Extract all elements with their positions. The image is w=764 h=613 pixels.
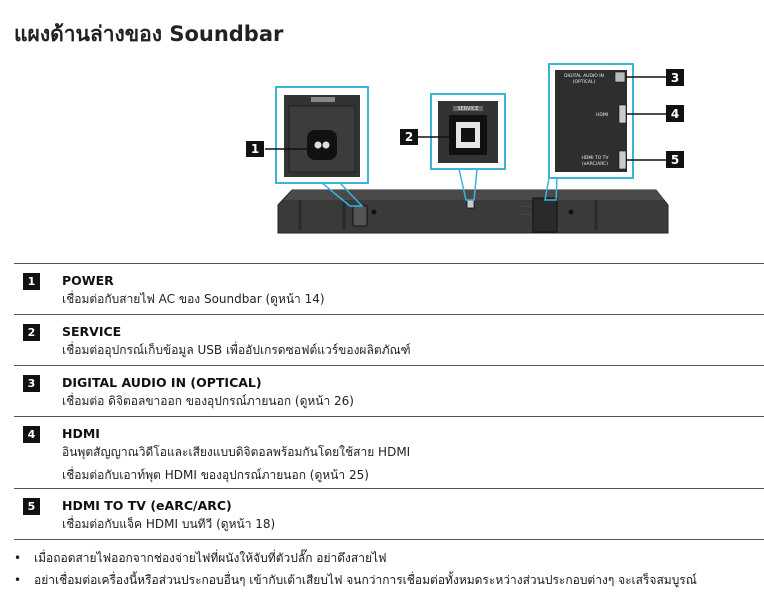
bullet-icon: • [14, 573, 22, 587]
row-number: 2 [23, 324, 40, 341]
callout-1-label: 1 [251, 142, 259, 156]
callout-4-label: 4 [671, 107, 679, 121]
port-description-table: 1 POWER เชื่อมต่อกับสายไฟ AC ของ Soundba… [14, 263, 764, 540]
note-text: เมื่อถอดสายไฟออกจากช่องจ่ายไฟที่ผนังให้จ… [34, 551, 387, 565]
row-description: เชื่อมต่อกับสายไฟ AC ของ Soundbar (ดูหน้… [62, 292, 325, 306]
callout-3-label: 3 [671, 71, 679, 85]
optical-port-label-2: (OPTICAL) [573, 79, 596, 85]
row-description: อินพุตสัญญาณวิดีโอและเสียงแบบดิจิตอลพร้อ… [62, 445, 411, 459]
service-port-label: SERVICE [457, 106, 478, 112]
bullet-icon: • [14, 551, 22, 565]
callout-1-marker [246, 141, 264, 157]
table-row: 5 HDMI TO TV (eARC/ARC) เชื่อมต่อกับแจ็ค… [14, 489, 764, 540]
soundbar-body: — — — — — — [277, 189, 669, 234]
list-item: • อย่าเชื่อมต่อเครื่องนี้หรือส่วนประกอบอ… [14, 569, 764, 591]
service-detail: SERVICE [430, 93, 506, 201]
note-text: อย่าเชื่อมต่อเครื่องนี้หรือส่วนประกอบอื่… [34, 573, 697, 587]
row-number: 3 [23, 375, 40, 392]
row-title: HDMI TO TV (eARC/ARC) [62, 498, 232, 513]
optical-port-label-1: DIGITAL AUDIO IN [564, 73, 604, 79]
table-row: 4 HDMI อินพุตสัญญาณวิดีโอและเสียงแบบดิจิ… [14, 417, 764, 489]
row-title: POWER [62, 273, 114, 288]
row-title: HDMI [62, 426, 100, 441]
callout-3-marker [666, 69, 684, 86]
callout-2-label: 2 [405, 130, 413, 144]
row-description: เชื่อมต่อกับแจ็ค HDMI บนทีวี (ดูหน้า 18) [62, 517, 276, 531]
row-title: DIGITAL AUDIO IN (OPTICAL) [62, 375, 262, 390]
soundbar-rear-panel-diagram: — — — — — — 1 SERVICE 2 DIGITAL AUDIO IN… [246, 63, 684, 234]
list-item: • เมื่อถอดสายไฟออกจากช่องจ่ายไฟที่ผนังให… [14, 547, 764, 569]
row-description: เชื่อมต่อ ดิจิตอลขาออก ของอุปกรณ์ภายนอก … [62, 394, 354, 408]
callout-4-marker [666, 105, 684, 122]
hdmi-port-label: HDMI [596, 112, 608, 118]
row-title: SERVICE [62, 324, 122, 339]
page-title: แผงด้านล่างของ Soundbar [14, 22, 284, 46]
callout-2-marker [400, 129, 418, 145]
hdmi-tv-port-label-1: HDMI TO TV [581, 155, 609, 161]
row-description: เชื่อมต่ออุปกรณ์เก็บข้อมูล USB เพื่ออัปเ… [62, 343, 411, 357]
table-row: 3 DIGITAL AUDIO IN (OPTICAL) เชื่อมต่อ ด… [14, 366, 764, 417]
svg-text:— — —: — — — [520, 204, 531, 208]
power-detail [275, 86, 369, 207]
row-number: 1 [23, 273, 40, 290]
svg-text:— — —: — — — [520, 212, 531, 216]
connector-panel-detail: DIGITAL AUDIO IN (OPTICAL) HDMI HDMI TO … [544, 63, 634, 201]
hdmi-tv-port-label-2: (eARC/ARC) [582, 161, 608, 167]
row-number: 5 [23, 498, 40, 515]
callout-5-marker [666, 151, 684, 168]
callout-5-label: 5 [671, 153, 679, 167]
row-number: 4 [23, 426, 40, 443]
table-row: 2 SERVICE เชื่อมต่ออุปกรณ์เก็บข้อมูล USB… [14, 315, 764, 366]
table-row: 1 POWER เชื่อมต่อกับสายไฟ AC ของ Soundba… [14, 264, 764, 315]
row-description: เชื่อมต่อกับเอาท์พุต HDMI ของอุปกรณ์ภายน… [62, 468, 369, 482]
notes-list: • เมื่อถอดสายไฟออกจากช่องจ่ายไฟที่ผนังให… [14, 547, 764, 591]
